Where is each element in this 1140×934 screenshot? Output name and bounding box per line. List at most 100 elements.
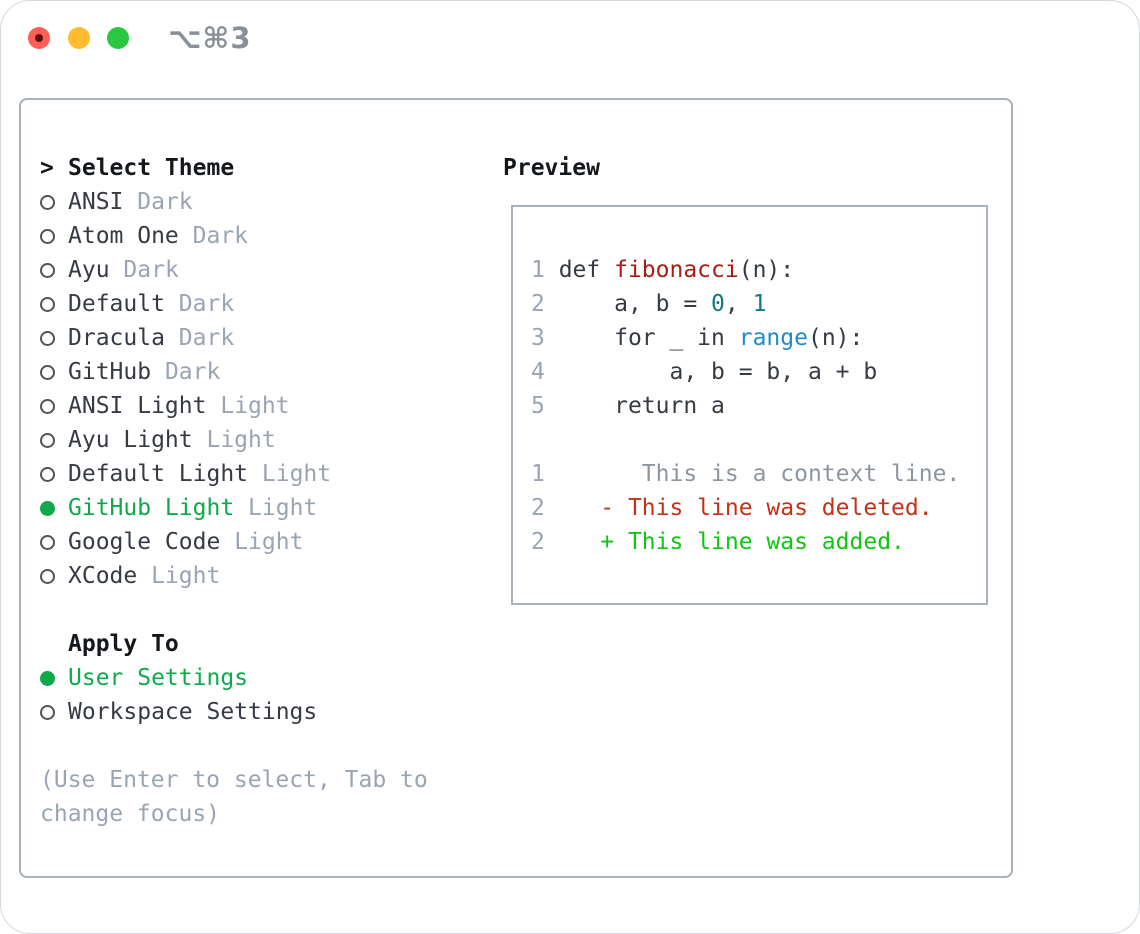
diff-line: 2 + This line was added. [531, 525, 986, 559]
theme-variant-tag: Light [220, 393, 290, 419]
radio-icon [40, 219, 68, 253]
theme-option-label: ANSI Light [68, 393, 207, 419]
theme-option[interactable]: Default Dark [40, 287, 428, 321]
code-line: 2 a, b = 0, 1 [531, 287, 986, 321]
theme-option-label: GitHub Light [68, 495, 235, 521]
code-token: 1 [752, 291, 767, 317]
window-title: ⌥⌘3 [168, 21, 252, 55]
code-token: , [724, 291, 753, 317]
radio-icon [40, 355, 68, 389]
theme-option[interactable]: GitHub Dark [40, 355, 428, 389]
theme-option-label: Dracula [68, 325, 165, 351]
theme-option-label: Ayu [68, 257, 110, 283]
diff-line: 1 This is a context line. [531, 457, 986, 491]
code-token: (n): [738, 257, 795, 283]
code-token: This is a context line. [558, 461, 961, 487]
theme-list-heading-label: Select Theme [68, 155, 235, 181]
line-number: 1 [531, 257, 559, 283]
theme-variant-tag: Dark [192, 223, 249, 249]
line-number: 5 [531, 393, 559, 419]
code-line: 1 def fibonacci(n): [531, 253, 986, 287]
theme-option-label: Atom One [68, 223, 179, 249]
minimize-button[interactable] [68, 27, 90, 49]
titlebar: ⌥⌘3 [1, 1, 1139, 75]
theme-option[interactable]: ANSI Dark [40, 185, 428, 219]
theme-option[interactable]: ANSI Light Light [40, 389, 428, 423]
line-number: 1 [531, 461, 559, 487]
theme-variant-tag: Dark [178, 291, 235, 317]
code-token: return a [558, 393, 725, 419]
theme-option-label: GitHub [68, 359, 152, 385]
code-token: - This line was deleted. [558, 495, 933, 521]
diff-line: 2 - This line was deleted. [531, 491, 986, 525]
radio-selected-icon [40, 491, 68, 525]
code-line: 5 return a [531, 389, 986, 423]
theme-option[interactable]: Atom One Dark [40, 219, 428, 253]
line-number: 2 [531, 291, 559, 317]
radio-icon [40, 525, 68, 559]
apply-to-heading: Apply To [40, 627, 428, 661]
line-number: 2 [531, 529, 559, 555]
radio-icon [40, 321, 68, 355]
radio-icon [40, 253, 68, 287]
theme-option[interactable]: Google Code Light [40, 525, 428, 559]
radio-icon [40, 287, 68, 321]
radio-selected-icon [40, 661, 68, 695]
theme-option-label: Ayu Light [68, 427, 193, 453]
theme-option[interactable]: XCode Light [40, 559, 428, 593]
theme-option-label: XCode [68, 563, 138, 589]
code-line: 3 for _ in range(n): [531, 321, 986, 355]
theme-variant-tag: Dark [178, 325, 235, 351]
apply-option[interactable]: Workspace Settings [40, 695, 428, 729]
line-number: 2 [531, 495, 559, 521]
theme-variant-tag: Light [261, 461, 332, 487]
radio-icon [40, 695, 68, 729]
line-number: 3 [531, 325, 559, 351]
apply-option-label: User Settings [68, 665, 249, 691]
apply-option-label: Workspace Settings [68, 699, 318, 725]
code-token: def [558, 257, 615, 283]
theme-option-label: Google Code [68, 529, 221, 555]
theme-variant-tag: Light [234, 529, 304, 555]
apply-option[interactable]: User Settings [40, 661, 428, 695]
focus-caret-icon: > [40, 155, 54, 181]
theme-option[interactable]: Default Light Light [40, 457, 428, 491]
theme-list-heading: > Select Theme [40, 151, 428, 185]
hint-line: (Use Enter to select, Tab to [40, 767, 428, 793]
hint-line: change focus) [40, 801, 221, 827]
code-token: a, b = b, a + b [558, 359, 878, 385]
theme-variant-tag: Dark [137, 189, 193, 215]
preview-heading: Preview [503, 155, 600, 181]
theme-variant-tag: Light [206, 427, 276, 453]
radio-icon [40, 185, 68, 219]
code-token: a, b = [558, 291, 712, 317]
theme-option-label: Default [68, 291, 165, 317]
theme-option[interactable]: Ayu Dark [40, 253, 428, 287]
close-button[interactable] [28, 27, 50, 49]
code-token: + This line was added. [558, 529, 905, 555]
code-token: range [738, 325, 808, 351]
code-token: (n): [807, 325, 864, 351]
line-number: 4 [531, 359, 559, 385]
zoom-button[interactable] [107, 27, 129, 49]
theme-variant-tag: Light [248, 495, 318, 521]
apply-to-heading-label: Apply To [68, 631, 179, 657]
theme-option-label: ANSI [68, 189, 124, 215]
close-dot-icon [35, 34, 43, 42]
radio-icon [40, 423, 68, 457]
code-token: for _ in [558, 325, 739, 351]
radio-icon [40, 389, 68, 423]
theme-option[interactable]: Ayu Light Light [40, 423, 428, 457]
radio-icon [40, 457, 68, 491]
radio-icon [40, 559, 68, 593]
theme-option-label: Default Light [68, 461, 249, 487]
code-line: 4 a, b = b, a + b [531, 355, 986, 389]
theme-option[interactable]: GitHub Light Light [40, 491, 428, 525]
theme-variant-tag: Dark [164, 359, 221, 385]
theme-variant-tag: Dark [123, 257, 179, 283]
theme-option[interactable]: Dracula Dark [40, 321, 428, 355]
